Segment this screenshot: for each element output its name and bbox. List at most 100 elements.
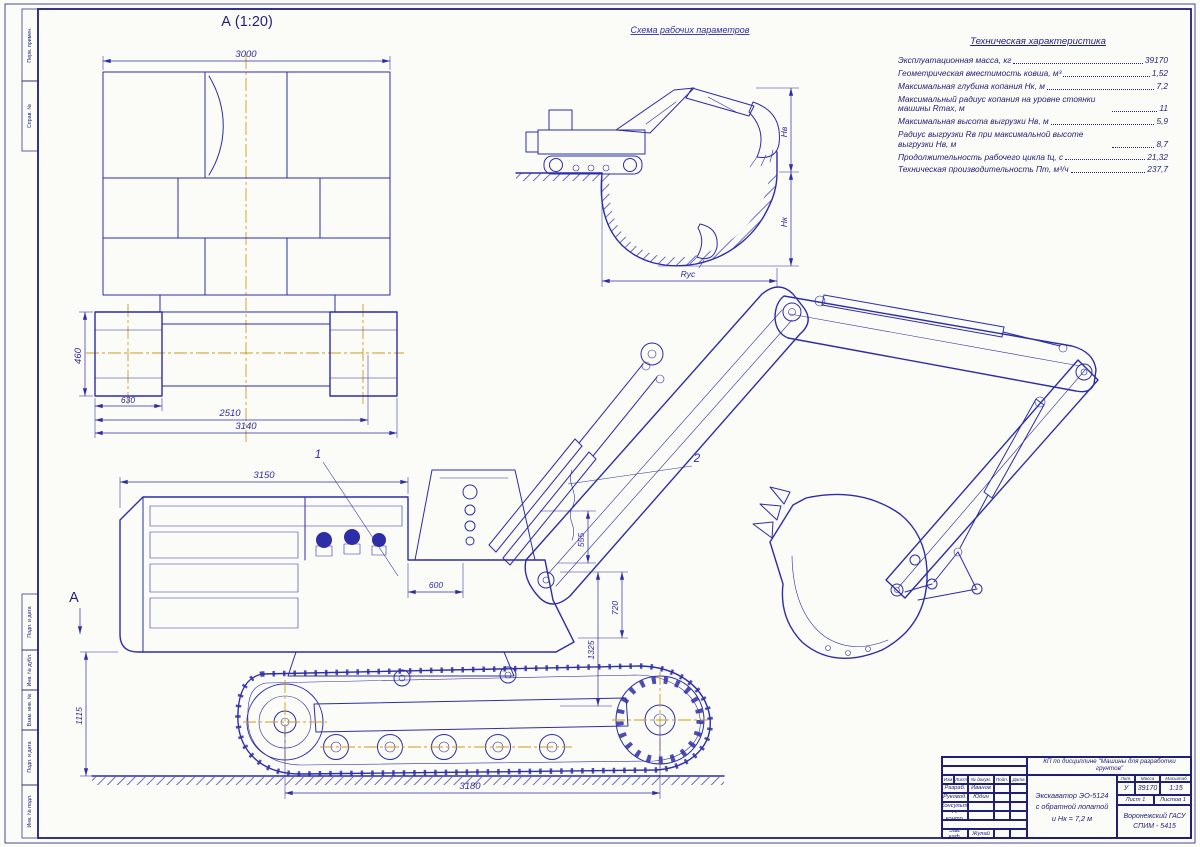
air-filters xyxy=(315,529,387,557)
spec-label: Эксплуатационная масса, кг xyxy=(898,55,1012,66)
spec-value: 5,9 xyxy=(1156,116,1168,127)
side-view: 1 2 А 3150 600 555 xyxy=(69,286,1099,799)
sheet-number: Лист 1 xyxy=(1117,795,1154,805)
col-header-data: Дата xyxy=(1010,775,1027,784)
working-parameters-scheme: Схема рабочих параметров xyxy=(515,25,799,287)
svg-text:3180: 3180 xyxy=(459,781,481,792)
role-cell: Разраб. xyxy=(942,784,968,793)
svg-text:1325: 1325 xyxy=(586,640,596,659)
dot-leader xyxy=(1046,88,1155,90)
sign-cell xyxy=(994,811,1010,820)
organization: Воронежский ГАСУ СПИМ - 5415 xyxy=(1117,805,1192,839)
dot-leader xyxy=(1070,172,1146,174)
doc-name-line2: с обратной лопатой xyxy=(1035,802,1109,812)
svg-text:555: 555 xyxy=(576,533,586,547)
dim-1115: 1115 xyxy=(74,651,118,777)
role-cell: Зав. каф. xyxy=(942,829,968,839)
spec-value: 11 xyxy=(1159,103,1168,114)
dim-dump-height: Нв xyxy=(756,87,799,173)
dim-r-level: Rус xyxy=(601,176,778,287)
role-cell: Консульт. xyxy=(942,802,968,811)
sign-cell xyxy=(994,802,1010,811)
svg-text:2510: 2510 xyxy=(218,408,241,419)
stick-cylinder xyxy=(814,294,1068,353)
date-cell xyxy=(1010,793,1027,802)
col-header-izm: Изм xyxy=(942,775,954,784)
ground-hatch xyxy=(92,777,724,785)
ground-hatch xyxy=(516,173,602,181)
margin-stamp-label: Перв. примен. xyxy=(27,27,33,62)
dim-3180: 3180 xyxy=(284,726,661,799)
scheme-title: Схема рабочих параметров xyxy=(631,25,750,35)
date-cell xyxy=(1010,802,1027,811)
svg-text:Нк: Нк xyxy=(779,216,789,227)
dim-600: 600 xyxy=(407,563,464,598)
spec-row: Радиус выгрузки Rв при максимальной высо… xyxy=(898,129,1178,150)
boom-cylinders xyxy=(488,361,665,566)
callout-2: 2 xyxy=(567,453,701,485)
lit-header: Лит. xyxy=(1117,775,1135,782)
org-line1: Воронежский ГАСУ xyxy=(1123,812,1186,820)
sign-cell xyxy=(994,829,1010,839)
spec-label: Максимальная высота выгрузки Нв, м xyxy=(898,116,1049,127)
name-cell: Жулай xyxy=(968,829,994,839)
svg-text:720: 720 xyxy=(610,601,620,615)
spec-value: 21,32 xyxy=(1147,151,1168,162)
doc-name-line3: и Нк = 7,2 м xyxy=(1051,813,1093,823)
sheets-total: Листов 1 xyxy=(1154,795,1192,805)
svg-text:Rус: Rус xyxy=(681,269,696,279)
svg-text:3150: 3150 xyxy=(253,470,275,481)
dim-dig-depth: Нк xyxy=(658,172,799,267)
spec-row: Максимальная высота выгрузки Нв, м 5,9 xyxy=(898,116,1178,127)
role-cell: Н. контр. xyxy=(942,811,968,820)
svg-text:460: 460 xyxy=(73,347,84,364)
spec-row: Максимальная глубина копания Нк, м 7,2 xyxy=(898,80,1178,92)
spec-value: 8,7 xyxy=(1156,138,1168,149)
spec-value: 39170 xyxy=(1144,55,1168,66)
svg-text:1: 1 xyxy=(315,449,321,461)
sign-cell xyxy=(994,784,1010,793)
scale-header: Масштаб xyxy=(1160,775,1192,782)
date-cell xyxy=(1010,811,1027,820)
dot-leader xyxy=(1050,124,1155,125)
mass-header: Масса xyxy=(1135,775,1160,782)
svg-text:2: 2 xyxy=(693,453,701,465)
dim-555: 555 xyxy=(540,510,596,564)
col-header-doc: № докум. xyxy=(968,775,994,784)
name-cell: Юдин xyxy=(968,793,994,802)
margin-stamp-label: Подп. и дата xyxy=(27,606,33,637)
mass-value: 39170 xyxy=(1135,782,1160,795)
svg-text:600: 600 xyxy=(429,580,443,590)
spec-value: 7,2 xyxy=(1156,80,1168,91)
spec-label: Геометрическая вместимость ковша, м³ xyxy=(898,68,1062,79)
spec-value: 237,7 xyxy=(1147,164,1168,175)
bucket xyxy=(752,486,928,660)
course-title: КП по дисциплине "Машины для разработки … xyxy=(1027,757,1192,775)
spare-row xyxy=(942,820,1027,829)
sign-cell xyxy=(994,793,1010,802)
margin-stamp-label: Подп. и дата xyxy=(27,741,33,772)
change-row xyxy=(942,757,1027,766)
col-header-podp: Подп. xyxy=(994,775,1010,784)
spec-row: Максимальный радиус копания на уровне ст… xyxy=(898,94,1178,115)
margin-stamps: Перв. примен. Справ. № Подп. и дата Инв.… xyxy=(21,8,39,839)
rear-view-title: А (1:20) xyxy=(221,14,273,30)
spec-row: Продолжительность рабочего цикла tц, с 21… xyxy=(898,151,1178,163)
margin-stamp-label: Инв. № подл. xyxy=(27,795,33,828)
dim-2510: 2510 xyxy=(95,355,369,425)
doc-name-line1: Экскаватор ЭО-5124 xyxy=(1035,791,1109,801)
dot-leader xyxy=(1065,159,1146,161)
margin-stamp-label: Инв. № дубл. xyxy=(27,654,33,687)
bucket-cylinder xyxy=(904,396,1046,601)
role-cell: Руковод. xyxy=(942,793,968,802)
rear-view: А (1:20) 3000 xyxy=(73,14,404,442)
dim-3000: 3000 xyxy=(102,49,391,70)
margin-stamp-label: Взам. инв. № xyxy=(27,693,33,726)
spec-label: Продолжительность рабочего цикла tц, с xyxy=(898,151,1064,162)
date-cell xyxy=(1010,829,1027,839)
svg-text:1115: 1115 xyxy=(74,707,84,725)
spec-label: Максимальная глубина копания Нк, м xyxy=(898,80,1045,91)
svg-text:Нв: Нв xyxy=(779,126,789,137)
